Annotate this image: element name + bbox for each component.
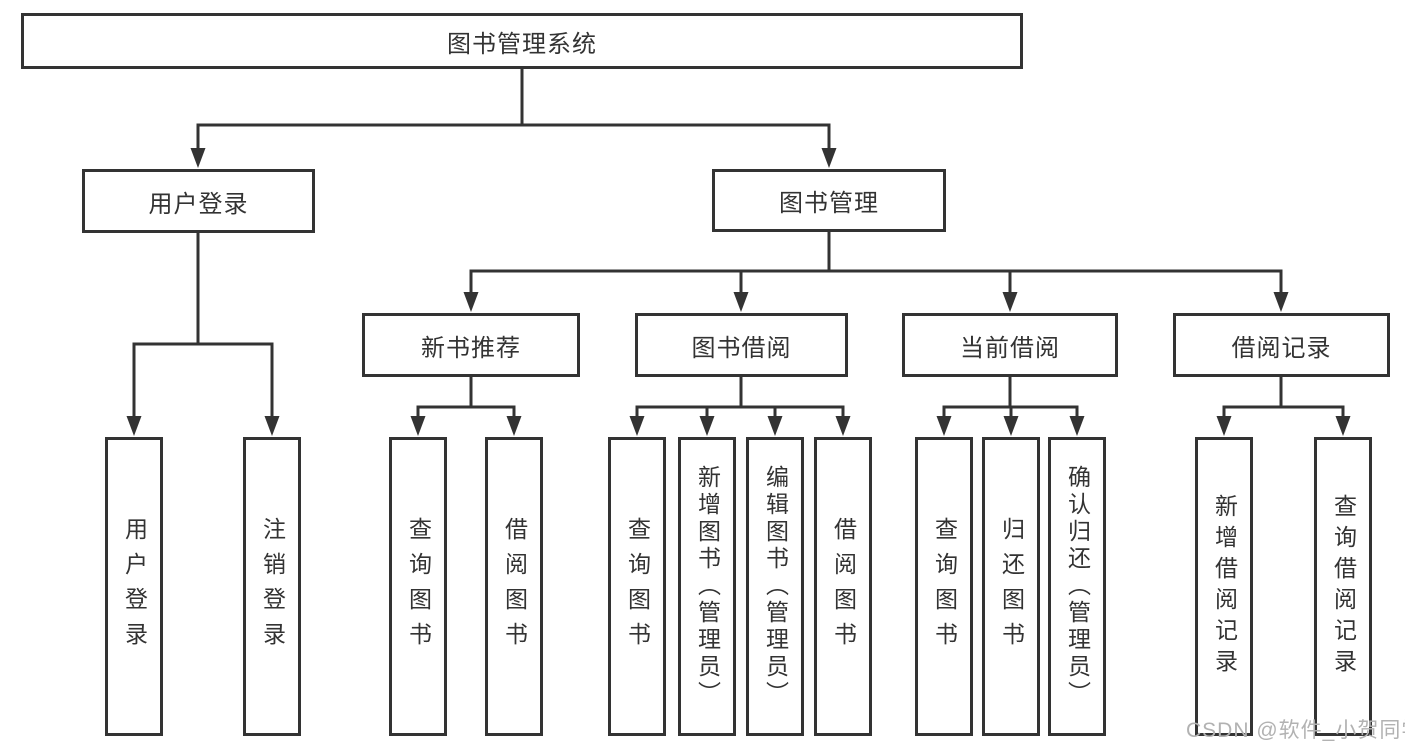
leaf-user-login: 用户登录 [105,437,163,736]
leaf-edit-book-admin: 编辑图书（管理员） [746,437,804,736]
leaf-borrow-books-recommend: 借阅图书 [485,437,543,736]
node-library-management-system: 图书管理系统 [21,13,1023,69]
leaf-confirm-return-admin: 确认归还（管理员） [1048,437,1106,736]
leaf-query-books-recommend: 查询图书 [389,437,447,736]
node-user-login: 用户登录 [82,169,315,233]
leaf-logout-login: 注销登录 [243,437,301,736]
node-book-management: 图书管理 [712,169,946,232]
csdn-watermark: CSDN @软件_小贺同学 [1186,719,1405,742]
node-current-borrowing: 当前借阅 [902,313,1118,377]
leaf-return-book: 归还图书 [982,437,1040,736]
leaf-borrow-books-borrow: 借阅图书 [814,437,872,736]
node-book-borrowing: 图书借阅 [635,313,848,377]
node-borrowing-records: 借阅记录 [1173,313,1390,377]
leaf-query-books-borrow: 查询图书 [608,437,666,736]
arrowheads [126,148,1351,436]
leaf-query-books-current: 查询图书 [915,437,973,736]
leaf-query-borrow-record: 查询借阅记录 [1314,437,1372,736]
leaf-add-borrow-record: 新增借阅记录 [1195,437,1253,736]
leaf-add-book-admin: 新增图书（管理员） [678,437,736,736]
node-new-book-recommendation: 新书推荐 [362,313,580,377]
